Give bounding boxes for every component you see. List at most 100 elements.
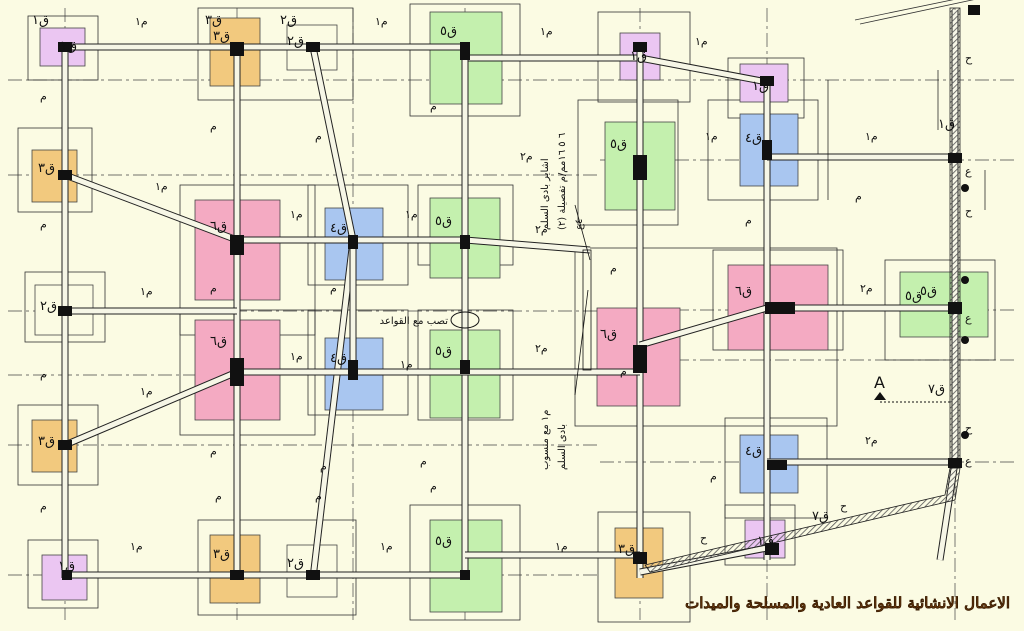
footing-label-q5: ق٥ xyxy=(610,137,627,152)
beam-label-m: م xyxy=(40,368,47,381)
column xyxy=(230,358,244,386)
column xyxy=(948,153,962,163)
column xyxy=(460,235,470,249)
beam-label-m2: م٢ xyxy=(535,223,548,236)
beam-label-m: م xyxy=(315,130,322,143)
beam-label-m2: م٢ xyxy=(865,434,878,447)
footing-label-q2: ق٢ xyxy=(40,299,57,314)
footing-label-q2: ق٢ xyxy=(287,556,304,571)
bolt-circle xyxy=(961,431,969,439)
column xyxy=(348,235,358,249)
column xyxy=(765,302,795,314)
pour-note-text: تصب مع القواعد xyxy=(380,316,449,327)
boundary-line xyxy=(854,0,954,21)
column xyxy=(460,42,470,60)
beam-label-d: ع xyxy=(965,165,972,178)
column xyxy=(760,76,774,86)
beam-label-d: ع xyxy=(965,455,972,468)
footing-label-q5: ق٥ xyxy=(920,284,937,299)
beam-label-m: م xyxy=(855,190,862,203)
footing-label-q2: ق٢ xyxy=(287,34,304,49)
beam-label-m1: م١ xyxy=(695,35,708,48)
beam-label-m1: م١ xyxy=(555,540,568,553)
column xyxy=(58,440,72,450)
beam-label-m1: م١ xyxy=(135,15,148,28)
column xyxy=(948,458,962,468)
beam-label-m1: م١ xyxy=(290,350,303,363)
beam-label-m: م xyxy=(430,100,437,113)
beam-label-m: م xyxy=(620,365,627,378)
beam-label-d: ع xyxy=(965,312,972,325)
beam-label-m: م xyxy=(320,460,327,473)
bolt-circle xyxy=(961,276,969,284)
ground-beam-fill xyxy=(310,239,356,579)
footing-label-q3: ق٣ xyxy=(213,29,230,44)
beam-label-m1: م١ xyxy=(140,385,153,398)
bolt-circle xyxy=(961,336,969,344)
column xyxy=(306,570,320,580)
footing-label-q4: ق٤ xyxy=(745,131,762,146)
beam-label-m: م xyxy=(430,480,437,493)
plain-concrete-outline xyxy=(307,184,409,286)
drawing-title-text: الاعمال الانشائية للقواعد العادية والمسل… xyxy=(685,594,1010,612)
stair-starter-box xyxy=(582,249,592,371)
boundary-line xyxy=(859,0,974,25)
beam-label-h: ح xyxy=(700,532,708,545)
beam-label-m1: م١ xyxy=(405,208,418,221)
beam-label-m: م xyxy=(610,262,617,275)
footing-label-q1: ق١ xyxy=(938,117,955,132)
column xyxy=(230,235,244,255)
beam-label-m: م xyxy=(210,282,217,295)
beam-label-h: ح xyxy=(965,52,973,65)
beam-label-m1: م١ xyxy=(375,15,388,28)
beam-label-m2: م٢ xyxy=(860,282,873,295)
stair-note-line-3: ٤ع xyxy=(574,219,585,230)
plain-concrete-outline xyxy=(17,404,99,486)
plain-concrete-outline xyxy=(597,511,691,623)
beam-label-h: ح xyxy=(965,422,973,435)
footing-label-q6: ق٦ xyxy=(210,219,227,234)
footing-label-q5: ق٥ xyxy=(435,534,452,549)
plain-concrete-outline xyxy=(197,519,357,616)
beam-label-m: م xyxy=(210,120,217,133)
stair-note-line-1: اشاير بادى السلم xyxy=(540,158,551,230)
footing-label-q5: ق٥ xyxy=(440,24,457,39)
column xyxy=(948,302,962,314)
stair-leader-line xyxy=(574,204,591,261)
beam-label-m1: م١ xyxy=(380,540,393,553)
footing-label-q1: ق١ xyxy=(32,13,49,28)
ground-beam-fill xyxy=(639,305,768,348)
column xyxy=(633,155,647,180)
footing-label-q4: ق٤ xyxy=(330,221,347,236)
column xyxy=(633,552,647,564)
plain-concrete-outline xyxy=(197,7,354,101)
footing-label-q3: ق٣ xyxy=(38,161,55,176)
beam-label-m: م xyxy=(40,218,47,231)
ground-beam-fill xyxy=(64,172,238,243)
column xyxy=(306,42,320,52)
ground-beam-fill xyxy=(639,55,768,85)
annotation-notes: اشاير بادى السلم ٦ ٥ ١٦مم/م تفصيلة (٢) ٤ع م… xyxy=(380,70,986,470)
footing-label-q5: ق٥ xyxy=(435,344,452,359)
footing-label-q3: ق٣ xyxy=(213,547,230,562)
beam-label-m: م xyxy=(40,500,47,513)
beam-label-m1: م١ xyxy=(290,208,303,221)
beam-label-m2: م٢ xyxy=(520,150,533,163)
footing-label-q3: ق٣ xyxy=(618,542,635,557)
ground-beam-fill xyxy=(310,46,356,241)
plain-concrete-outline xyxy=(307,309,409,416)
beam-label-m1: م١ xyxy=(140,285,153,298)
plain-concrete-outline xyxy=(724,417,828,519)
pour-note-ellipse xyxy=(450,311,480,329)
section-mark-a: A xyxy=(874,373,950,403)
bolt-circle xyxy=(961,184,969,192)
column xyxy=(460,360,470,374)
footing-label-q5: ق٥ xyxy=(905,289,922,304)
stair-note-line-2: ٦ ٥ ١٦مم/م تفصيلة (٢) xyxy=(557,133,568,230)
beam-label-m1: م١ xyxy=(130,540,143,553)
section-mark-text: A xyxy=(874,373,885,392)
beam-level-note-line-2: بادى السلم xyxy=(557,424,568,470)
footing-label-q2: ق٢ xyxy=(280,13,297,28)
footing-label-q3: ق٣ xyxy=(205,13,222,28)
